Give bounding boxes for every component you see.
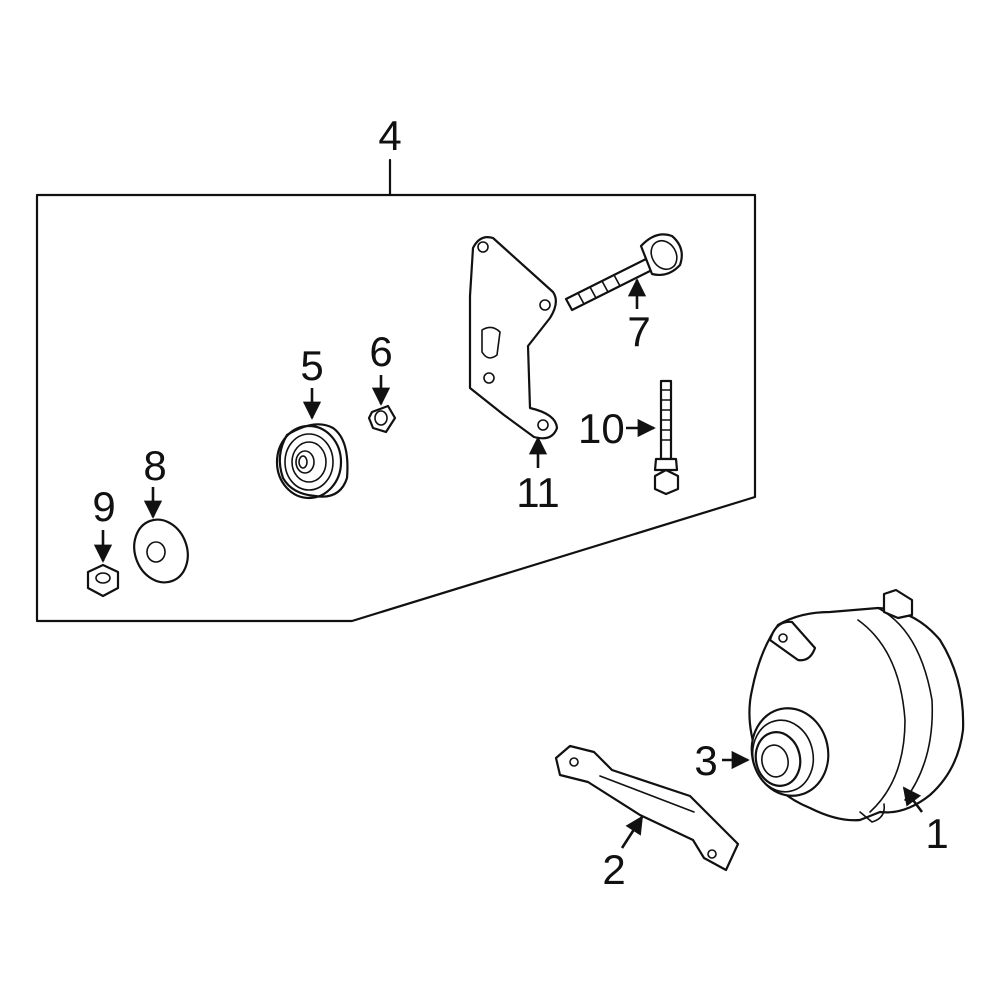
callout-10[interactable]: 10	[578, 405, 625, 452]
assembly-group-box	[35, 158, 757, 623]
adjust-bolt-icon[interactable]	[564, 233, 683, 312]
idler-pulley-face	[275, 424, 343, 500]
mounting-bracket-icon[interactable]	[554, 744, 740, 872]
callout-6[interactable]: 6	[369, 328, 392, 375]
nut-icon[interactable]	[86, 563, 120, 598]
callout-11[interactable]: 11	[516, 469, 560, 516]
callout-8[interactable]: 8	[143, 442, 166, 489]
alternator-pulley-icon[interactable]	[744, 701, 837, 803]
callout-3[interactable]: 3	[694, 737, 717, 784]
callout-4[interactable]: 4	[378, 112, 401, 159]
washer-icon[interactable]	[126, 512, 197, 590]
stud-icon[interactable]	[653, 379, 680, 496]
callout-7[interactable]: 7	[627, 308, 650, 355]
callout-1[interactable]: 1	[925, 810, 948, 857]
spacer-icon[interactable]	[367, 404, 397, 434]
pulley-bracket-icon[interactable]	[468, 236, 559, 440]
callout-5[interactable]: 5	[300, 342, 323, 389]
callout-9[interactable]: 9	[92, 483, 115, 530]
callout-2[interactable]: 2	[602, 846, 625, 893]
idler-pulley-icon[interactable]	[275, 423, 349, 500]
idler-pulley-body	[278, 423, 349, 498]
